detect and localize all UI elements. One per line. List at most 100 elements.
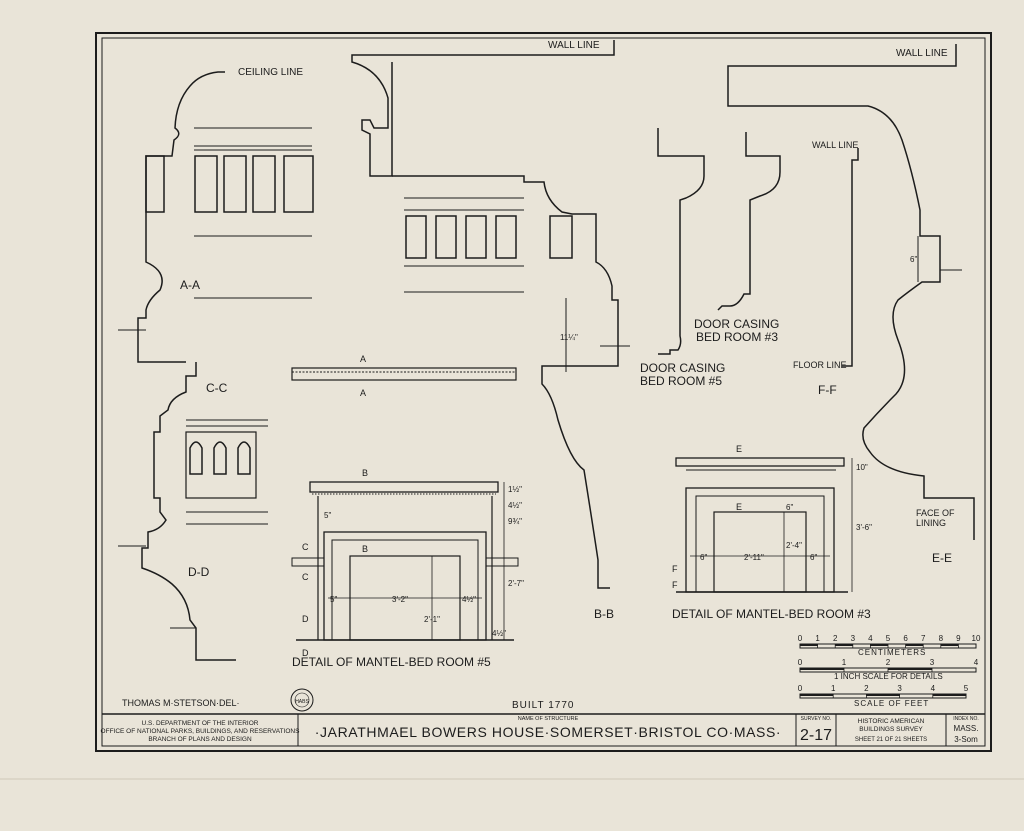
scale-segment-feet <box>932 694 966 696</box>
dim-m5-shelf: 1½" <box>508 485 522 494</box>
section-cc-dd-profile <box>141 362 236 661</box>
section-cc-arch-3 <box>237 441 251 475</box>
dim-m3-frieze: 6" <box>786 503 793 512</box>
ceiling-line-label: CEILING LINE <box>238 67 303 78</box>
mark-b-top: B <box>362 468 368 478</box>
inner-border <box>101 37 986 747</box>
door-casing-3-line1: DOOR CASING <box>694 317 779 331</box>
scale-tick-label-inch: 4 <box>974 658 979 667</box>
mark-e-inner: E <box>736 502 742 512</box>
scale-tick-label-feet: 4 <box>931 684 936 693</box>
section-bb-cornice-top <box>351 40 615 177</box>
inch-scale-label: 1 INCH SCALE FOR DETAILS <box>834 672 943 681</box>
agency-line-1: U.S. DEPARTMENT OF THE INTERIOR <box>142 720 259 727</box>
scale-segment-feet <box>800 694 834 696</box>
index-no-caption: INDEX NO. <box>953 716 979 722</box>
mantel-5-shelf <box>309 481 499 493</box>
scale-segment-feet <box>866 694 900 696</box>
scale-tick-label-feet: 3 <box>897 684 902 693</box>
mark-d-bottom: D <box>302 648 309 658</box>
mark-a-bottom: A <box>360 388 366 398</box>
mantel-5-title: DETAIL OF MANTEL-BED ROOM #5 <box>292 655 491 669</box>
scale-tick-label-cm: 9 <box>956 634 961 643</box>
habs-seal-text: HABS <box>295 699 309 705</box>
scale-tick-label-cm: 2 <box>833 634 838 643</box>
mantel-3-title: DETAIL OF MANTEL-BED ROOM #3 <box>672 607 871 621</box>
scale-tick-label-inch: 3 <box>930 658 935 667</box>
section-ff-wall-line <box>842 148 859 367</box>
section-aa-label: A-A <box>180 278 200 292</box>
scale-tick-label-feet: 0 <box>798 684 803 693</box>
scale-segment-inch <box>888 668 932 670</box>
wall-line-ff-label: WALL LINE <box>812 140 858 150</box>
mark-b-inner: B <box>362 544 368 554</box>
scale-tick-label-cm: 10 <box>972 634 981 643</box>
agency-line-2: OFFICE OF NATIONAL PARKS, BUILDINGS, AND… <box>101 728 301 735</box>
scale-tick-label-cm: 1 <box>815 634 820 643</box>
scale-segment-cm <box>870 644 888 646</box>
section-bb-label: B-B <box>594 607 614 621</box>
mark-f-bottom: F <box>672 580 678 590</box>
wall-line-top-label: WALL LINE <box>548 40 600 51</box>
index-line-2: 3-Som <box>954 735 978 744</box>
scale-tick-label-inch: 1 <box>842 658 847 667</box>
scale-segment-inch <box>800 668 844 670</box>
section-ee-label: E-E <box>932 551 952 565</box>
structure-name: ·JARATHMAEL BOWERS HOUSE·SOMERSET·BRISTO… <box>315 724 781 740</box>
dim-m5-side: 5" <box>330 595 337 604</box>
door-casing-5-profile <box>657 128 705 355</box>
survey-number: 2-17 <box>800 727 832 744</box>
scale-tick-label-cm: 5 <box>886 634 891 643</box>
mantel-5-section-strip-right <box>485 557 519 567</box>
section-ff-label: F-F <box>818 383 837 397</box>
section-aa-panel-1 <box>194 155 218 213</box>
scale-segment-cm <box>905 644 924 646</box>
dim-m3-right: 6" <box>810 553 817 562</box>
section-cc-arch-frame <box>185 431 257 499</box>
section-aa-panel-3 <box>252 155 276 213</box>
section-bb-profile <box>392 175 619 589</box>
delineator: THOMAS M·STETSON·DEL· <box>122 698 240 708</box>
section-aa-panel-2 <box>223 155 247 213</box>
scale-tick-label-cm: 8 <box>939 634 944 643</box>
mark-c-bottom: C <box>302 572 309 582</box>
survey-no-caption: SURVEY NO. <box>801 716 832 722</box>
dim-m5-right: 4½" <box>462 595 476 604</box>
dim-m5-base: 4½" <box>492 629 506 638</box>
dim-m5-top: 5" <box>324 511 331 520</box>
section-aa-panel-left <box>145 155 165 213</box>
agency-line-3: BRANCH OF PLANS AND DESIGN <box>148 736 252 743</box>
section-aa-panel-4 <box>283 155 314 213</box>
mark-c-top: C <box>302 542 309 552</box>
mantel-3-shelf <box>675 457 845 467</box>
section-bb-panel-2 <box>435 215 457 259</box>
mark-d-top: D <box>302 614 309 624</box>
dim-m3-side: 6" <box>700 553 707 562</box>
face-of-lining-label-2: LINING <box>916 518 946 528</box>
index-line-1: MASS. <box>954 724 979 733</box>
face-of-lining-label-1: FACE OF <box>916 508 955 518</box>
scale-tick-label-cm: 4 <box>868 634 873 643</box>
scale-tick-label-feet: 2 <box>864 684 869 693</box>
section-aa-profile <box>137 71 225 363</box>
feet-scale-label: SCALE OF FEET <box>854 699 929 708</box>
dim-m5-height: 2'-7" <box>508 579 524 588</box>
habs-seal <box>290 688 314 712</box>
scale-tick-label-feet: 1 <box>831 684 836 693</box>
section-aa-strip <box>291 367 517 381</box>
mark-f-top: F <box>672 564 678 574</box>
habs-seal-inner <box>294 692 310 708</box>
dim-m3-inner: 2'-4" <box>786 541 802 550</box>
wall-line-right-label: WALL LINE <box>896 48 948 59</box>
scale-tick-label-inch: 0 <box>798 658 803 667</box>
dim-m5-cap: 4½" <box>508 501 522 510</box>
habs-line-1: HISTORIC AMERICAN <box>858 718 925 725</box>
scale-segment-cm <box>835 644 853 646</box>
door-casing-3-line2: BED ROOM #3 <box>696 330 778 344</box>
habs-line-2: BUILDINGS SURVEY <box>859 726 923 733</box>
dim-m3-height: 3'-6" <box>856 523 872 532</box>
scale-tick-label-feet: 5 <box>964 684 969 693</box>
scale-tick-label-inch: 2 <box>886 658 891 667</box>
